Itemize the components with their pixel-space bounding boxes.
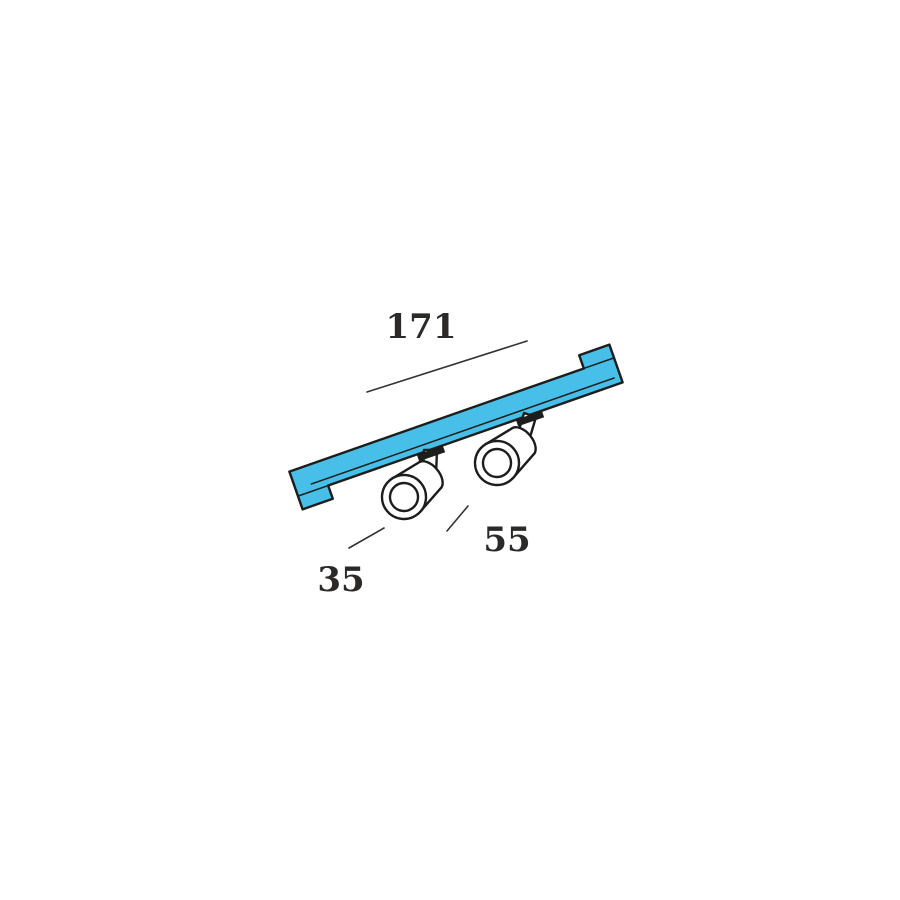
spotlight-a: [380, 460, 444, 521]
spot-a-lens: [388, 481, 420, 513]
spotlight-b: [473, 426, 537, 487]
spot-b-adapter: [515, 410, 545, 427]
track-rail: [288, 343, 624, 511]
dimension-171: 171: [366, 307, 528, 393]
dim-line-55: [446, 505, 469, 532]
dim-line-171: [366, 340, 528, 393]
track-slot-line: [310, 377, 615, 485]
dim-label-171: 171: [386, 307, 457, 347]
track-left-tab-seam: [297, 484, 329, 497]
track-profile: [288, 343, 624, 511]
spot-b-lens: [481, 447, 513, 479]
spot-a-adapter: [416, 445, 446, 462]
dimension-35: 35: [317, 527, 385, 600]
track-right-tab-seam: [583, 357, 615, 370]
dim-label-55: 55: [483, 520, 530, 560]
dim-label-35: 35: [317, 560, 364, 600]
dim-line-35: [348, 527, 385, 549]
dimension-55: 55: [446, 505, 531, 560]
